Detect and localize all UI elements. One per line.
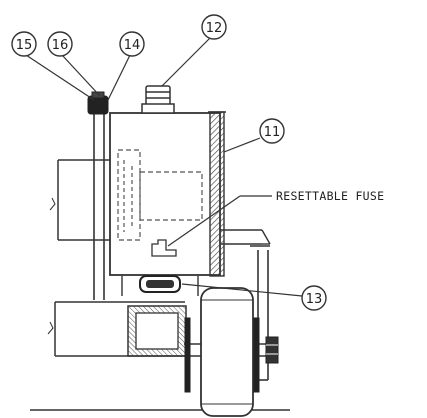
main-enclosure <box>109 111 226 277</box>
callout-11: 11 <box>259 118 285 144</box>
callout-16: 16 <box>47 31 73 57</box>
internal-bracket <box>123 160 133 232</box>
latch <box>121 275 199 296</box>
callout-12: 12 <box>201 14 227 40</box>
top-plug <box>141 85 175 114</box>
svg-text:15: 15 <box>16 38 33 53</box>
square-tube-section <box>127 305 187 357</box>
post-cap <box>87 91 109 115</box>
callout-13: 13 <box>301 285 327 311</box>
callout-15: 15 <box>11 31 37 57</box>
callout-14: 14 <box>119 31 145 57</box>
svg-text:12: 12 <box>206 21 223 36</box>
internal-hidden-lines <box>117 149 203 241</box>
svg-text:16: 16 <box>52 38 69 53</box>
resettable-fuse-label: RESETTABLE FUSE <box>276 189 384 203</box>
vertical-post <box>93 112 105 300</box>
svg-text:11: 11 <box>264 125 281 140</box>
rail <box>220 229 271 245</box>
svg-text:14: 14 <box>124 38 141 53</box>
leader-lines <box>25 37 303 297</box>
svg-text:13: 13 <box>306 292 323 307</box>
upper-tube <box>49 159 112 241</box>
fuse-shape <box>151 239 177 257</box>
wheel <box>200 287 254 417</box>
wheel-plates <box>184 317 260 393</box>
axle-nut <box>265 336 279 364</box>
